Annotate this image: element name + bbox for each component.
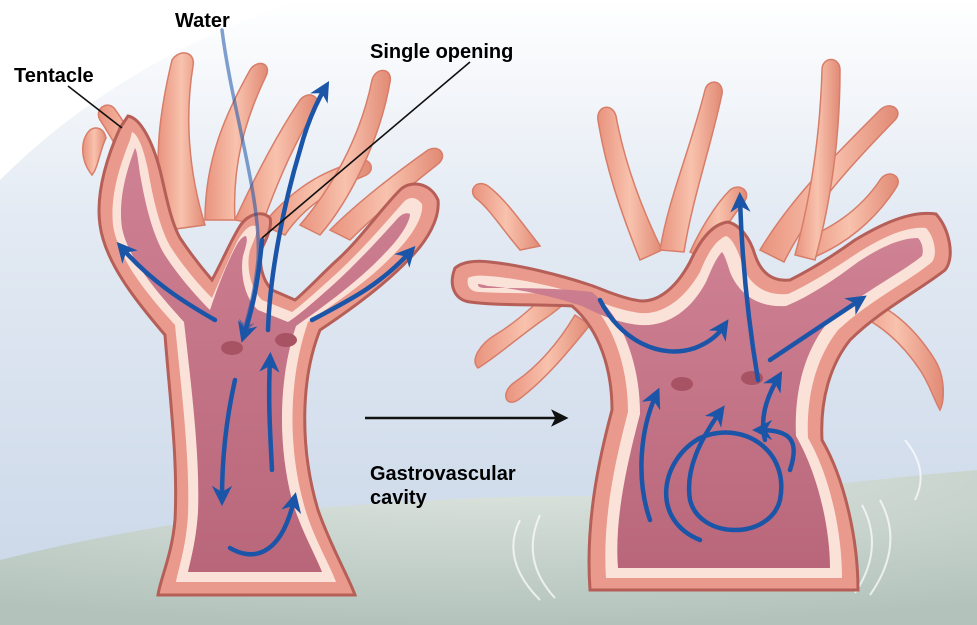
gastrovascular-label-line2: cavity bbox=[370, 486, 516, 510]
left-mouth-dimple bbox=[221, 341, 243, 355]
water-label: Water bbox=[175, 9, 230, 33]
left-mouth-dimple bbox=[275, 333, 297, 347]
right-mouth-dimple bbox=[671, 377, 693, 391]
gastrovascular-label-line1: Gastrovascular bbox=[370, 462, 516, 486]
single-opening-label: Single opening bbox=[370, 40, 513, 64]
gastrovascular-cavity-label: Gastrovascular cavity bbox=[370, 462, 516, 510]
cavity-flow-arrow bbox=[269, 360, 272, 470]
tentacle-label: Tentacle bbox=[14, 64, 94, 88]
